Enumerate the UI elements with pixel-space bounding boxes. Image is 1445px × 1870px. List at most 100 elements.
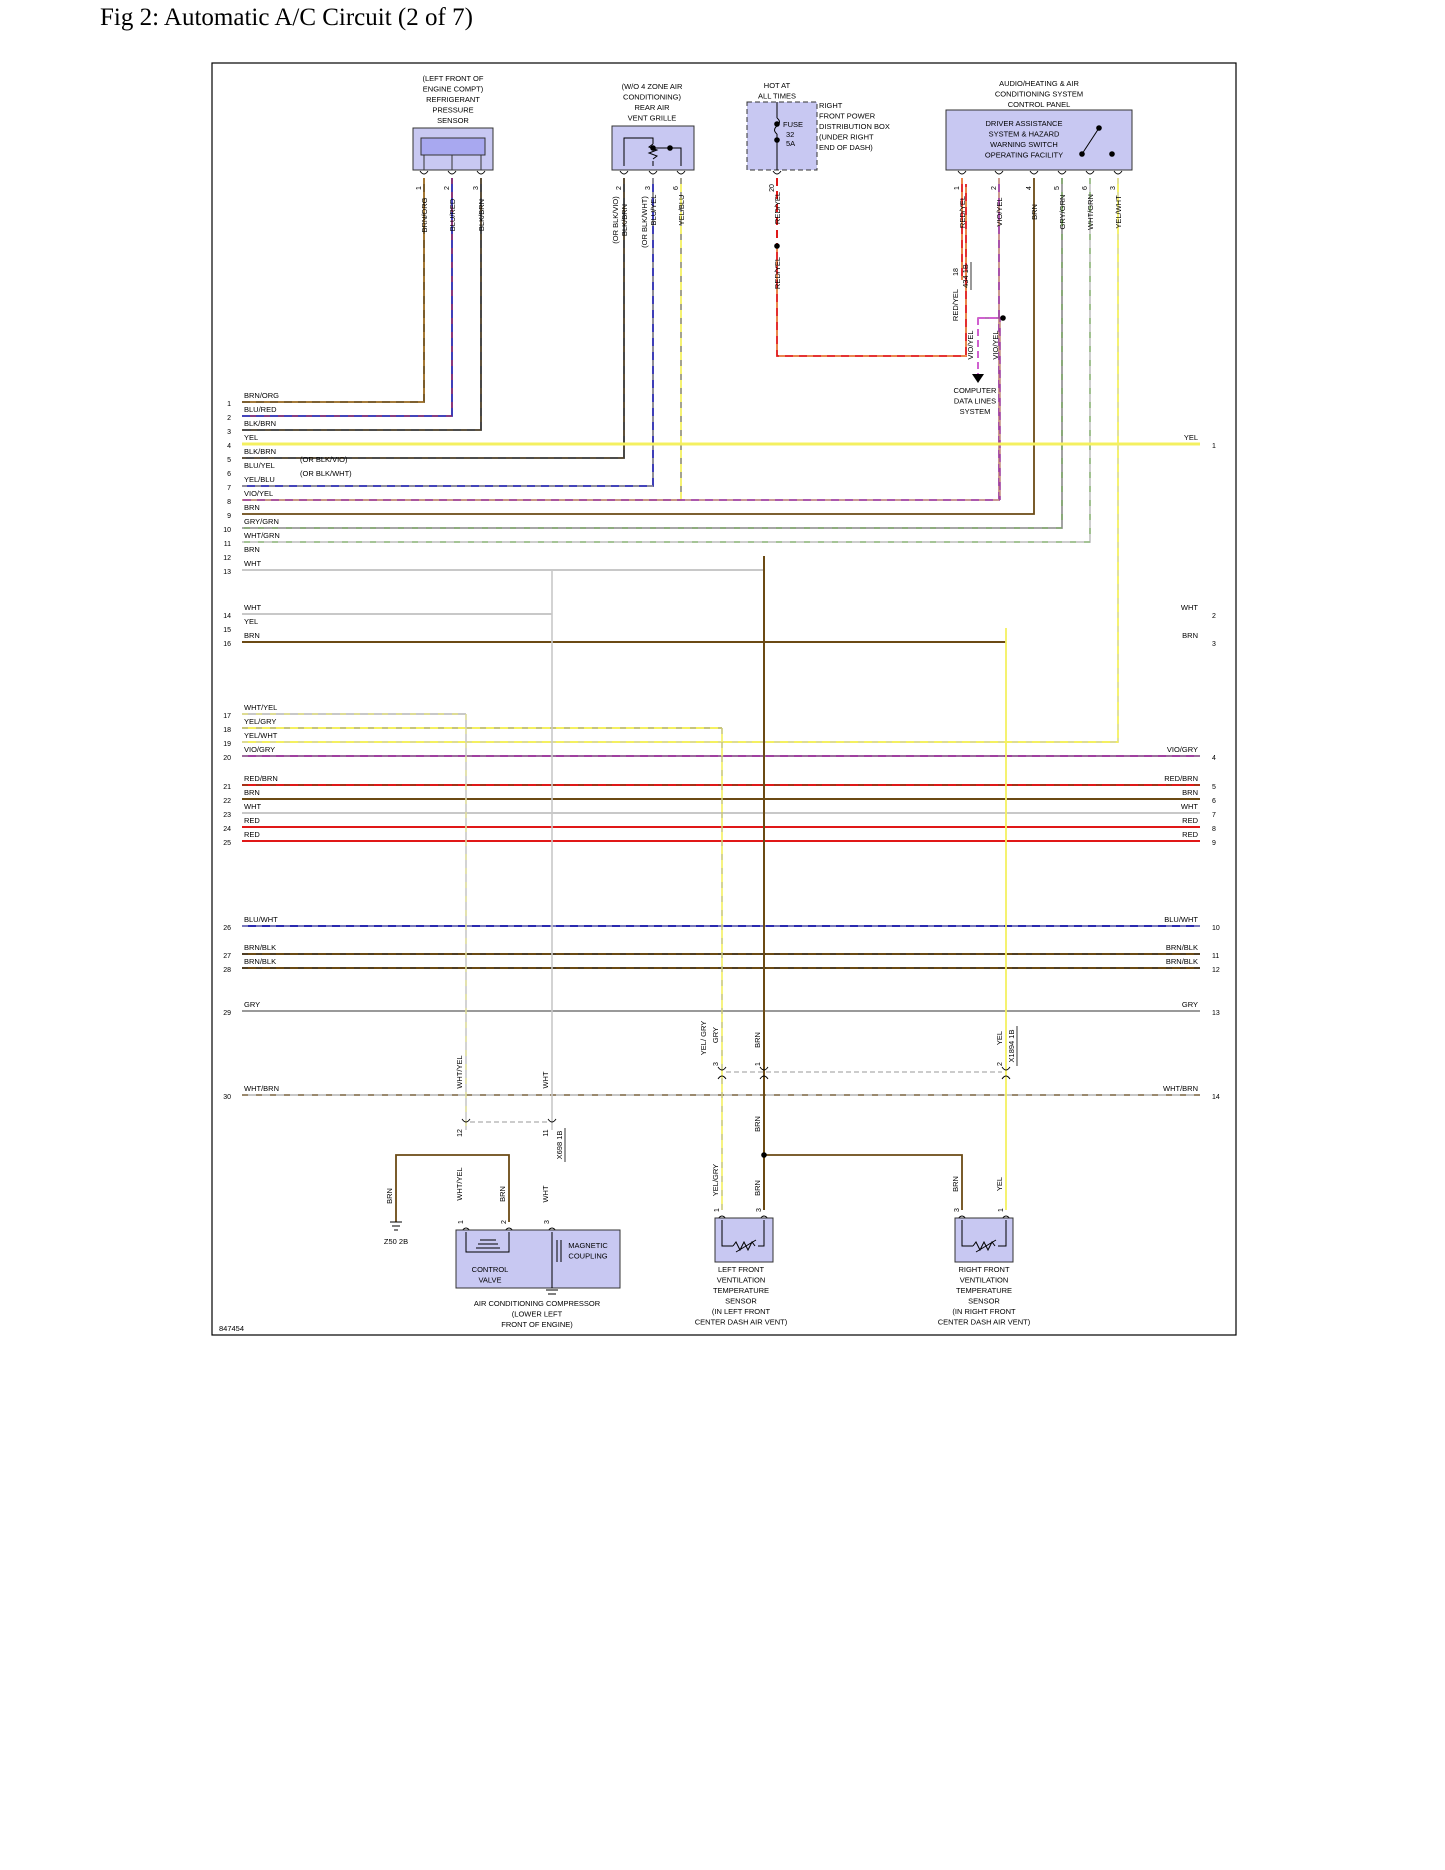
connector-pin-symbol xyxy=(1113,170,1123,175)
splice-dot xyxy=(774,243,780,249)
component-label: SENSOR xyxy=(725,1297,757,1306)
connector-pin-symbol xyxy=(717,1066,727,1071)
component-label: HOT AT xyxy=(764,81,791,90)
bus-left-label: RED xyxy=(244,830,260,839)
wire-label: WHT/YEL xyxy=(455,1167,464,1200)
connector-pin-symbol xyxy=(1001,1075,1011,1080)
component-label: VENTILATION xyxy=(960,1276,1009,1285)
connector-pin-symbol xyxy=(759,1066,769,1071)
wire-label: GRY xyxy=(711,1027,720,1043)
component-label: REFRIGERANT xyxy=(426,95,480,104)
component-label: SENSOR xyxy=(968,1297,1000,1306)
wire-label: (OR BLK/WHT) xyxy=(640,196,649,248)
pin-number: 3 xyxy=(756,1208,763,1212)
pin-number: 1 xyxy=(458,1220,465,1224)
wire-comp-ground xyxy=(395,1154,510,1222)
ground-symbol xyxy=(390,1221,402,1231)
bus-left-label: GRY xyxy=(244,1000,260,1009)
bus-left-number: 15 xyxy=(223,627,231,634)
component-label: ENGINE COMPT) xyxy=(423,85,484,94)
wire-pressure-1 xyxy=(242,178,425,403)
pin-number: 1 xyxy=(755,1062,762,1066)
bus-left-number: 16 xyxy=(223,641,231,648)
component-label: CENTER DASH AIR VENT) xyxy=(695,1318,788,1327)
wire-pressure-2-tracer xyxy=(242,178,453,417)
component-label: VENTILATION xyxy=(717,1276,766,1285)
bus-left-alt-label: (OR BLK/WHT) xyxy=(300,469,352,478)
bus-left-label: VIO/YEL xyxy=(244,489,273,498)
component-label: DATA LINES xyxy=(954,397,996,406)
component-label: TEMPERATURE xyxy=(956,1286,1012,1295)
wire-vent-2-tracer xyxy=(242,178,625,459)
bus-left-number: 9 xyxy=(227,513,231,520)
bus-left-label: BLU/YEL xyxy=(244,461,275,470)
component-label: TEMPERATURE xyxy=(713,1286,769,1295)
bus-left-label: WHT/BRN xyxy=(244,1084,279,1093)
component-label: VENT GRILLE xyxy=(628,114,677,123)
left-sensor-circuit xyxy=(721,1220,765,1247)
wire-pressure-1-tracer xyxy=(242,178,425,403)
bus-right-label: RED xyxy=(1182,816,1198,825)
data-line-arrow xyxy=(972,374,984,383)
bus-left-number: 11 xyxy=(224,541,231,548)
component-label: SYSTEM & HAZARD xyxy=(989,130,1060,139)
ground-id: Z50 2B xyxy=(384,1237,408,1246)
bus-right-number: 11 xyxy=(1212,953,1219,960)
bus-left-label: WHT xyxy=(244,802,261,811)
fuse-label: FUSE xyxy=(783,120,803,129)
pin-number: 1 xyxy=(954,186,961,190)
component-label: DISTRIBUTION BOX xyxy=(819,122,890,131)
wire-fuse-panel-tracer xyxy=(776,184,967,357)
pin-number: 2 xyxy=(991,186,998,190)
bus-right-label: RED xyxy=(1182,830,1198,839)
connector-pin-symbol xyxy=(1057,170,1067,175)
connector-pin-symbol xyxy=(1085,170,1095,175)
wire-label: YEL xyxy=(995,1031,1004,1045)
bus-right-label: GRY xyxy=(1182,1000,1198,1009)
pin-number: 20 xyxy=(769,184,776,192)
connector-pin-symbol xyxy=(1001,1066,1011,1071)
bus-left-label: YEL xyxy=(244,617,258,626)
bus-right-number: 6 xyxy=(1212,798,1216,805)
component-label: (LOWER LEFT xyxy=(512,1310,563,1319)
bus-left-number: 25 xyxy=(223,840,231,847)
right-sensor-thermistor xyxy=(972,1239,997,1253)
splice-dot xyxy=(761,1152,767,1158)
splice-dot xyxy=(1096,125,1102,131)
component-label: FRONT POWER xyxy=(819,112,876,121)
bus-left-number: 4 xyxy=(227,443,231,450)
component-label: CONDITIONING SYSTEM xyxy=(995,90,1083,99)
wire-label: RED/YEL xyxy=(773,192,782,224)
wire-label: YEL/GRY xyxy=(711,1164,720,1196)
bus-right-label: BRN/BLK xyxy=(1166,957,1198,966)
pin-chevron xyxy=(447,170,457,175)
pressure-sensor-element xyxy=(420,137,486,156)
bus-left-number: 19 xyxy=(223,741,231,748)
component-label: SYSTEM xyxy=(960,407,991,416)
component-label: RIGHT FRONT xyxy=(958,1265,1010,1274)
bus-left-number: 1 xyxy=(227,401,231,408)
bus-right-label: WHT/BRN xyxy=(1163,1084,1198,1093)
wire-panel-5 xyxy=(242,178,1063,529)
bus-left-label: YEL/GRY xyxy=(244,717,276,726)
control-valve-coil xyxy=(465,1232,510,1253)
component-layer xyxy=(390,101,1133,1295)
bus-right-number: 14 xyxy=(1212,1094,1220,1101)
bus-left-label: BRN xyxy=(244,631,260,640)
wire-label: VIO/YEL xyxy=(966,330,975,359)
bus-left-number: 28 xyxy=(223,967,231,974)
bus-left-label: RED/BRN xyxy=(244,774,278,783)
bus-left-number: 8 xyxy=(227,499,231,506)
component-label: REAR AIR xyxy=(634,103,670,112)
bus-left-number: 29 xyxy=(223,1010,231,1017)
bus-left-number: 20 xyxy=(223,755,231,762)
connector-pin-symbol xyxy=(957,170,967,175)
magnetic-coupling-coil xyxy=(551,1232,562,1288)
wire-label: BRN xyxy=(951,1176,960,1192)
bus-left-label: BLU/WHT xyxy=(244,915,278,924)
connector-pin-symbol xyxy=(547,1118,557,1123)
wire-label: WHT/YEL xyxy=(455,1055,464,1088)
bus-left-label: YEL/BLU xyxy=(244,475,275,484)
pin-number: 2 xyxy=(997,1062,1004,1066)
